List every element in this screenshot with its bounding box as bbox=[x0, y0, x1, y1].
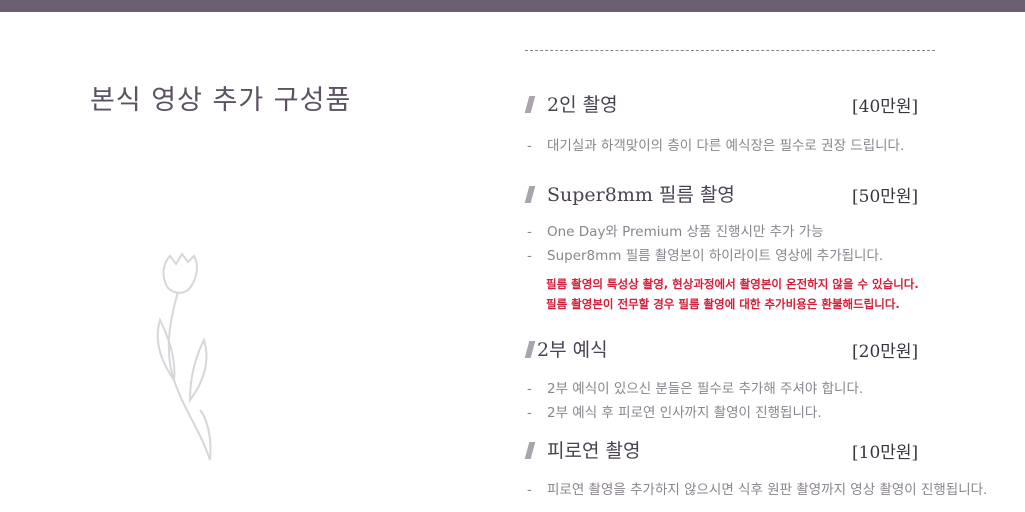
top-bar bbox=[0, 0, 1025, 12]
item-price: [10만원] bbox=[852, 443, 919, 463]
tulip-illustration bbox=[156, 252, 212, 461]
note-line: -One Day와 Premium 상품 진행시만 추가 가능 bbox=[527, 220, 824, 240]
note-text: 2부 예식 후 피로연 인사까지 촬영이 진행됩니다. bbox=[547, 405, 822, 421]
item-name: Super8mm 필름 촬영 bbox=[547, 184, 735, 206]
item-name: 2인 촬영 bbox=[547, 94, 618, 116]
slash-marker-icon bbox=[524, 186, 536, 203]
item-header-2person: 2인 촬영 bbox=[524, 90, 618, 117]
note-text: 대기실과 하객맞이의 층이 다른 예식장은 필수로 권장 드립니다. bbox=[547, 138, 905, 154]
slash-marker-icon bbox=[524, 442, 536, 459]
item-header-2nd-ceremony: 2부 예식 bbox=[524, 335, 608, 362]
item-price: [40만원] bbox=[852, 97, 919, 117]
bullet: - bbox=[527, 482, 532, 498]
note-line: -피로연 촬영을 추가하지 않으시면 식후 원판 촬영까지 영상 촬영이 진행됩… bbox=[527, 478, 987, 498]
note-line: -2부 예식이 있으신 분들은 필수로 추가해 주셔야 합니다. bbox=[527, 377, 863, 397]
item-price: [20만원] bbox=[852, 342, 919, 362]
item-name: 피로연 촬영 bbox=[547, 440, 641, 462]
bullet: - bbox=[527, 405, 532, 421]
warning-text: 필름 촬영본이 전무할 경우 필름 촬영에 대한 추가비용은 환불해드립니다. bbox=[546, 297, 900, 311]
bullet: - bbox=[527, 138, 532, 154]
dashed-divider bbox=[525, 50, 935, 51]
note-text: One Day와 Premium 상품 진행시만 추가 가능 bbox=[547, 224, 824, 240]
warning-text: 필름 촬영의 특성상 촬영, 현상과정에서 촬영본이 온전하지 않을 수 있습니… bbox=[546, 277, 919, 291]
note-text: 피로연 촬영을 추가하지 않으시면 식후 원판 촬영까지 영상 촬영이 진행됩니… bbox=[547, 482, 988, 498]
item-name: 2부 예식 bbox=[537, 339, 608, 361]
item-header-reception: 피로연 촬영 bbox=[524, 436, 641, 463]
bullet: - bbox=[527, 248, 532, 264]
note-text: 2부 예식이 있으신 분들은 필수로 추가해 주셔야 합니다. bbox=[547, 381, 864, 397]
slash-marker-icon bbox=[524, 341, 536, 358]
page-title: 본식 영상 추가 구성품 bbox=[90, 85, 352, 116]
bullet: - bbox=[527, 224, 532, 240]
slash-marker-icon bbox=[524, 96, 536, 113]
bullet: - bbox=[527, 381, 532, 397]
note-line: -대기실과 하객맞이의 층이 다른 예식장은 필수로 권장 드립니다. bbox=[527, 134, 904, 154]
note-line: -Super8mm 필름 촬영본이 하이라이트 영상에 추가됩니다. bbox=[527, 244, 883, 264]
item-header-super8mm: Super8mm 필름 촬영 bbox=[524, 180, 735, 207]
note-text: Super8mm 필름 촬영본이 하이라이트 영상에 추가됩니다. bbox=[547, 248, 884, 264]
note-line: -2부 예식 후 피로연 인사까지 촬영이 진행됩니다. bbox=[527, 401, 822, 421]
item-price: [50만원] bbox=[852, 187, 919, 207]
